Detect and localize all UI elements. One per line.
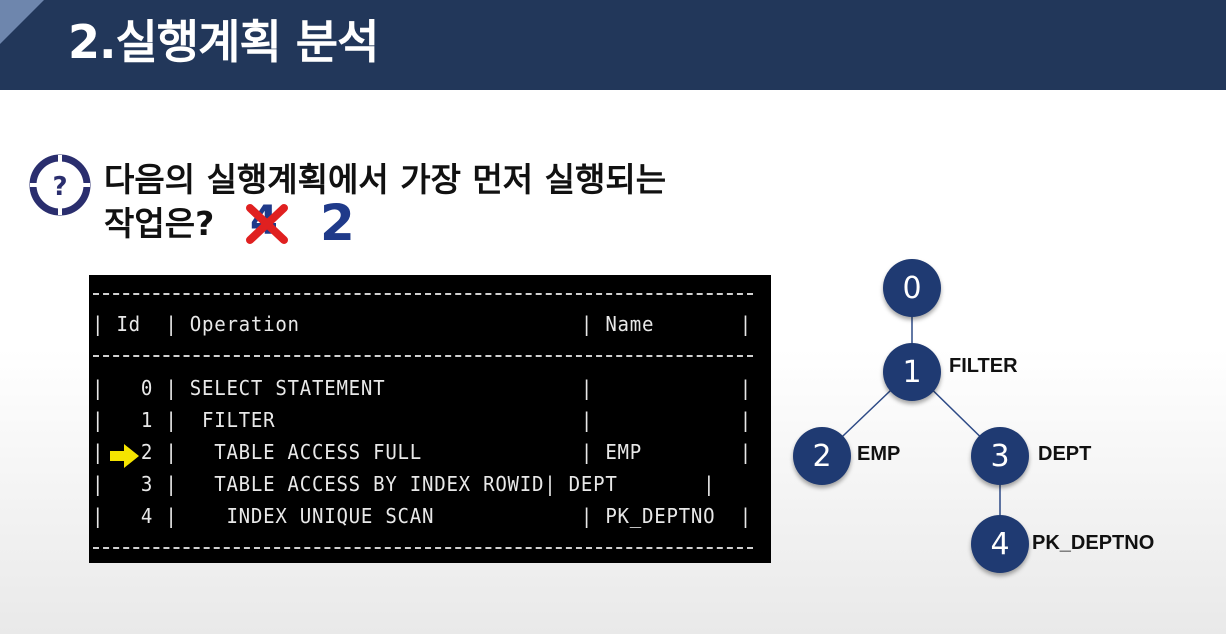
header-corner-accent (0, 0, 44, 44)
svg-text:?: ? (52, 172, 67, 202)
tree-node-2-label: EMP (857, 443, 901, 465)
question-circle-icon: ? (29, 154, 91, 216)
table-header-divider (93, 355, 753, 357)
tree-node-0: 0 (883, 259, 941, 317)
question-text: 다음의 실행계획에서 가장 먼저 실행되는 작업은? (104, 158, 666, 246)
plan-header-row: | Id | Operation | Name | (92, 312, 752, 336)
plan-row-1: | 1 | FILTER | | (92, 408, 752, 432)
execution-tree-diagram: 0 1 FILTER 2 EMP 3 DEPT 4 PK_DEPTNO (780, 250, 1180, 590)
tree-node-1: 1 (883, 343, 941, 401)
correct-answer: 2 (320, 194, 355, 252)
slide-title: 2.실행계획 분석 (68, 15, 379, 69)
plan-row-0: | 0 | SELECT STATEMENT | | (92, 376, 752, 400)
slide-header: 2.실행계획 분석 (0, 0, 1226, 90)
question-line-2: 작업은? (104, 204, 215, 243)
table-border-top (93, 293, 753, 295)
tree-node-4: 4 (971, 515, 1029, 573)
plan-row-4: | 4 | INDEX UNIQUE SCAN | PK_DEPTNO | (92, 504, 752, 528)
question-line-1: 다음의 실행계획에서 가장 먼저 실행되는 (104, 160, 667, 199)
execution-plan-table: | Id | Operation | Name | | 0 | SELECT S… (89, 275, 771, 563)
yellow-arrow-icon (110, 444, 139, 468)
tree-node-1-label: FILTER (949, 355, 1018, 377)
plan-row-3: | 3 | TABLE ACCESS BY INDEX ROWID| DEPT … (92, 472, 716, 496)
tree-node-2: 2 (793, 427, 851, 485)
tree-node-4-label: PK_DEPTNO (1032, 532, 1155, 554)
tree-node-3-label: DEPT (1038, 443, 1092, 465)
table-border-bottom (93, 547, 753, 549)
tree-node-3: 3 (971, 427, 1029, 485)
plan-row-2: | 2 | TABLE ACCESS FULL | EMP | (92, 440, 752, 464)
wrong-answer: 4 (244, 198, 290, 246)
red-x-icon (246, 204, 288, 244)
